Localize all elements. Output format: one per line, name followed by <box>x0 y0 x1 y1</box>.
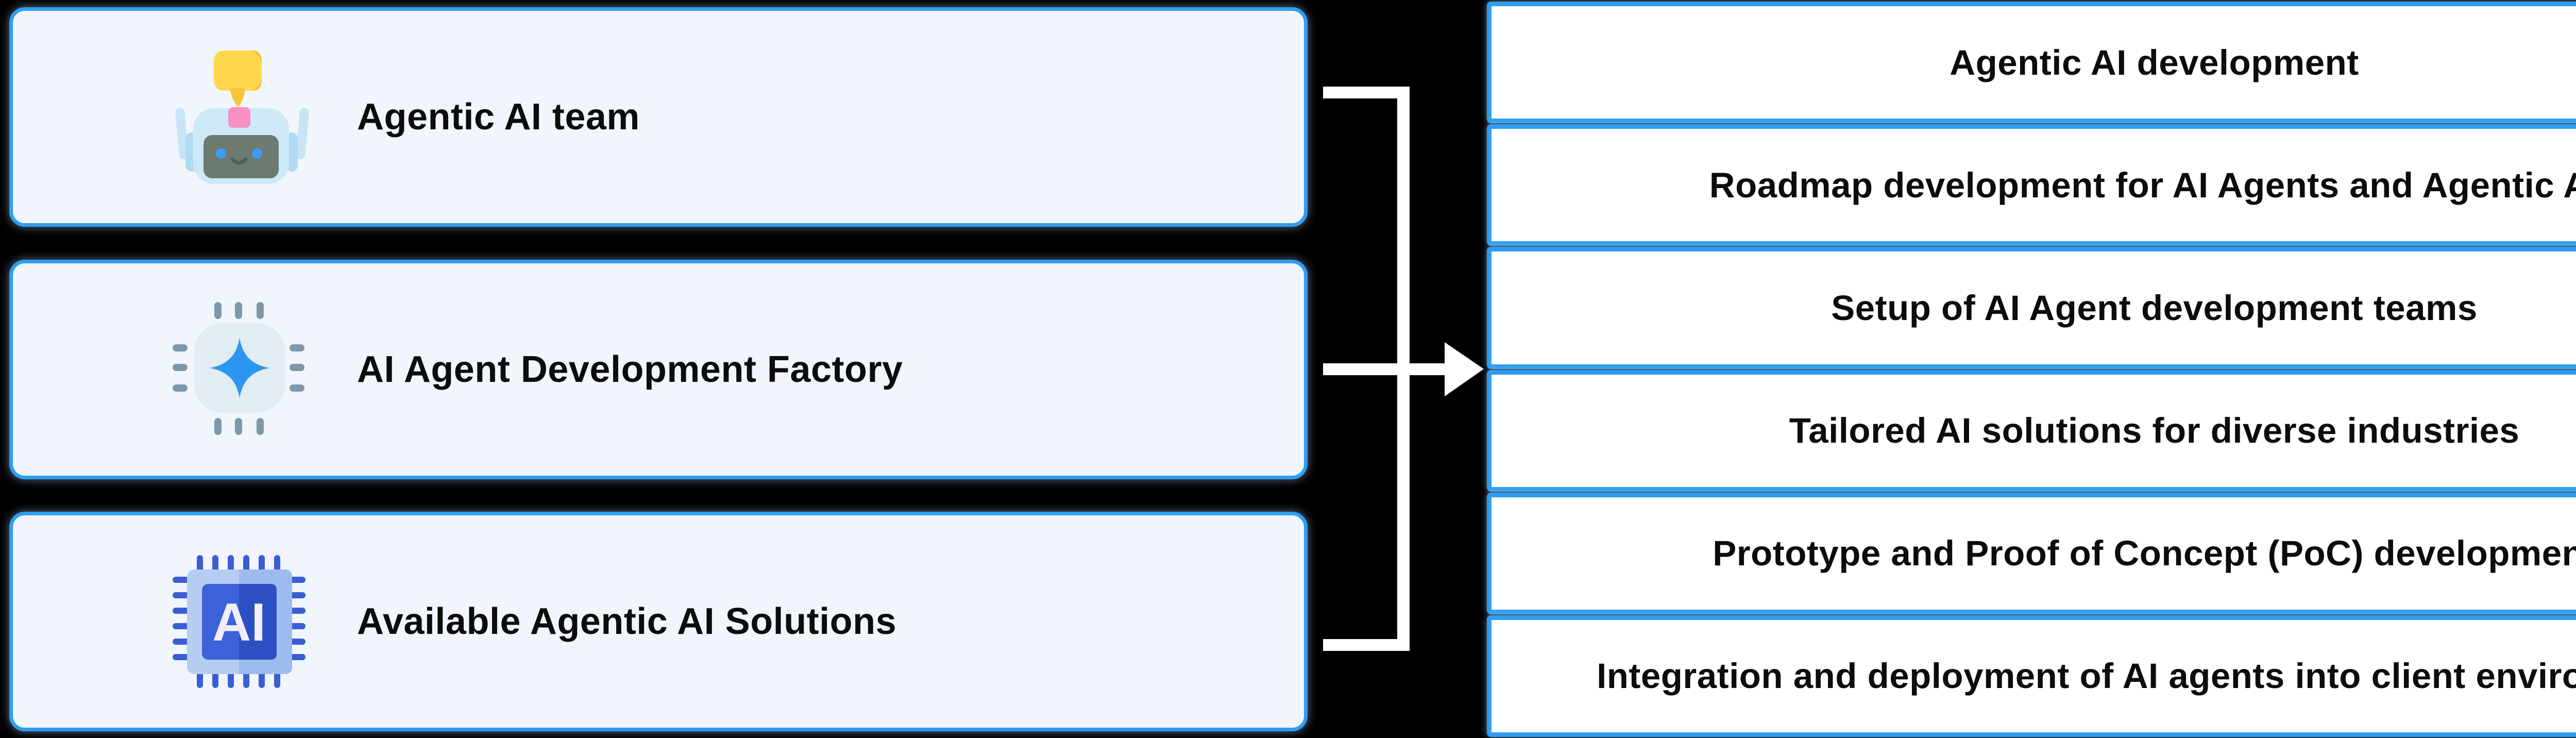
card-label: Agentic AI team <box>357 96 640 138</box>
services-panel: Agentic AI development Roadmap developme… <box>1487 2 2576 737</box>
ai-chip-icon: AI <box>173 555 306 688</box>
flow-arrow <box>1323 87 1484 651</box>
ai-chip-letters: AI <box>212 593 266 652</box>
service-row-integration-deployment: Integration and deployment of AI agents … <box>1487 615 2576 737</box>
service-row-agentic-ai-development: Agentic AI development <box>1487 2 2576 124</box>
service-row-label: Integration and deployment of AI agents … <box>1597 656 2576 696</box>
card-label: AI Agent Development Factory <box>357 349 903 390</box>
chatbot-icon <box>175 51 309 184</box>
service-row-roadmap-development: Roadmap development for AI Agents and Ag… <box>1487 124 2576 246</box>
chip-sparkle-icon <box>173 302 304 435</box>
service-row-prototype-poc: Prototype and Proof of Concept (PoC) dev… <box>1487 492 2576 614</box>
service-row-tailored-solutions: Tailored AI solutions for diverse indust… <box>1487 370 2576 492</box>
service-row-label: Roadmap development for AI Agents and Ag… <box>1709 165 2576 205</box>
card-label: Available Agentic AI Solutions <box>357 601 897 642</box>
service-row-label: Setup of AI Agent development teams <box>1831 288 2478 328</box>
service-row-label: Prototype and Proof of Concept (PoC) dev… <box>1713 533 2576 574</box>
service-row-label: Tailored AI solutions for diverse indust… <box>1789 411 2520 451</box>
card-available-agentic-ai-solutions: AI Available Agentic AI Solutions <box>9 512 1308 731</box>
card-ai-agent-development-factory: AI Agent Development Factory <box>9 260 1308 479</box>
service-row-label: Agentic AI development <box>1950 42 2359 82</box>
card-agentic-ai-team: Agentic AI team <box>9 7 1308 227</box>
service-row-team-setup: Setup of AI Agent development teams <box>1487 247 2576 369</box>
